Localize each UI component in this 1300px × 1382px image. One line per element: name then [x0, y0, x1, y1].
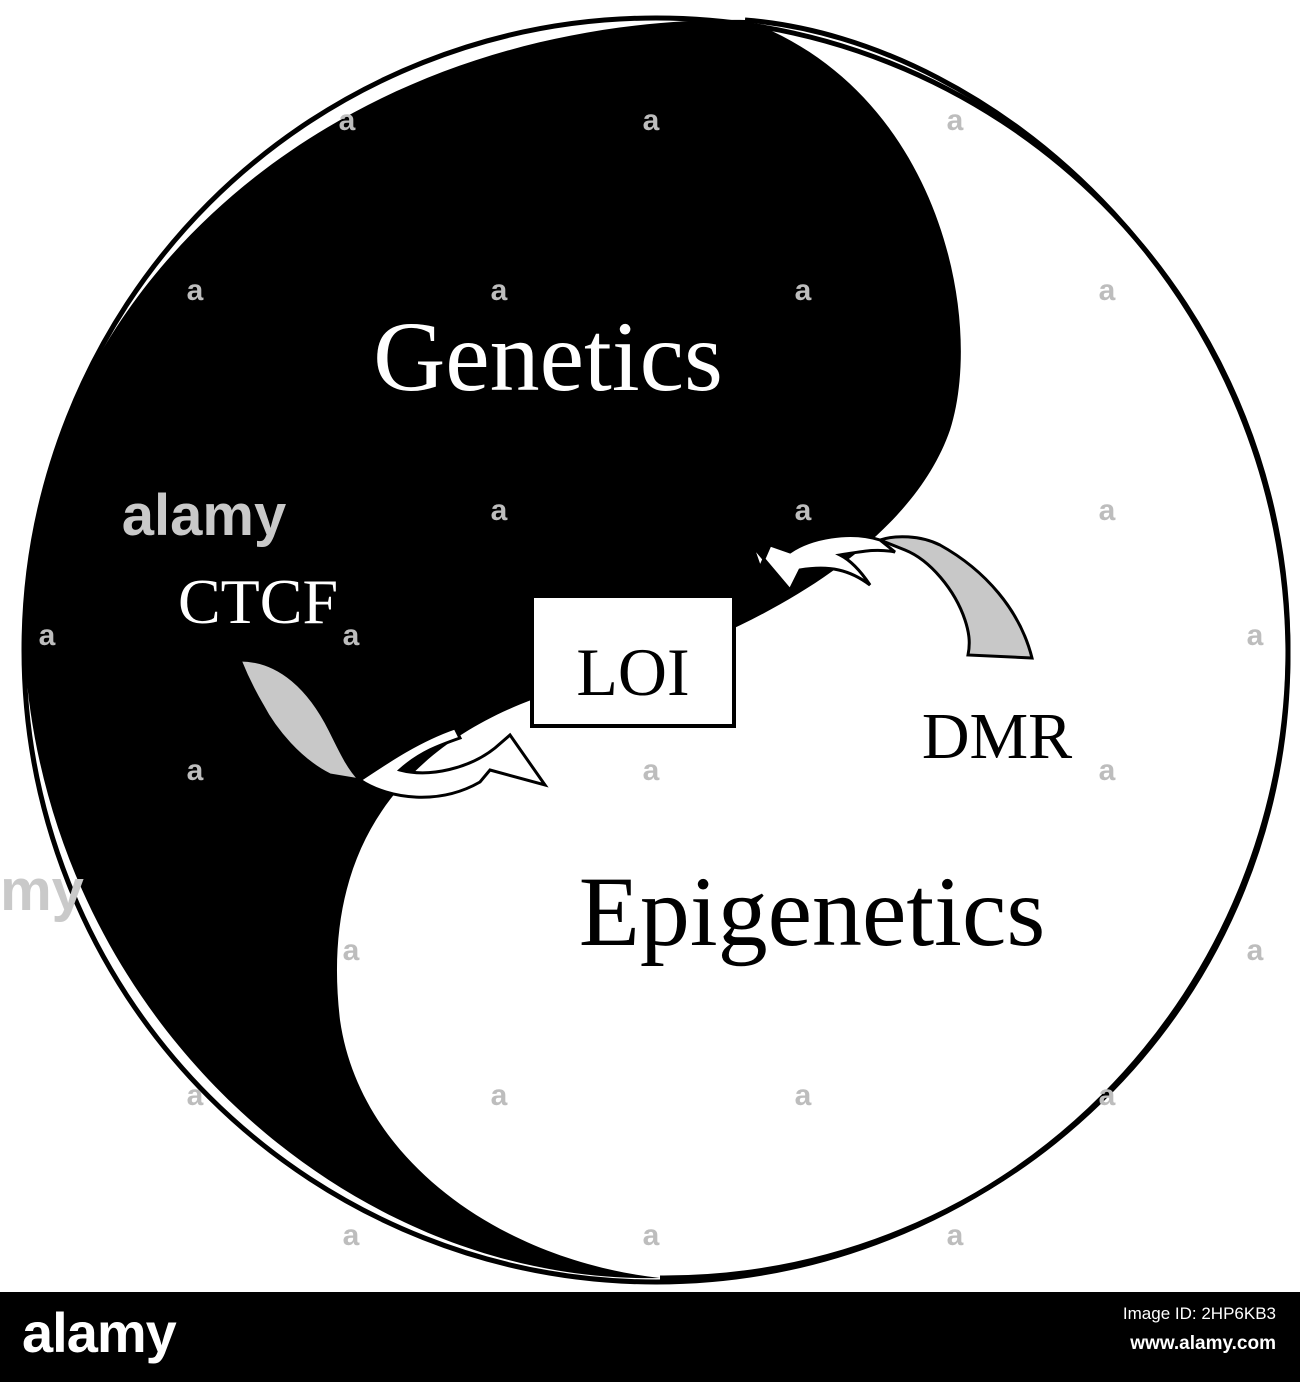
watermark-mark: a	[643, 754, 660, 787]
watermark-mark: a	[795, 494, 812, 527]
watermark-mark: a	[491, 1079, 508, 1112]
alamy-logo: alamy	[22, 1301, 177, 1364]
site-url: www.alamy.com	[1130, 1333, 1276, 1354]
ctcf-label: CTCF	[178, 566, 338, 637]
footer-id-block: Image ID: 2HP6KB3 www.alamy.com	[1123, 1302, 1276, 1362]
watermark-mark: a	[795, 274, 812, 307]
genetics-dark-region	[24, 19, 961, 1279]
watermark-mark: a	[643, 1219, 660, 1252]
watermark-mark: a	[947, 104, 964, 137]
dmr-to-loi-arrow	[750, 534, 1034, 660]
watermark-mark: a	[1247, 934, 1264, 967]
watermark-mark: a	[1099, 494, 1116, 527]
watermark-mark: a	[947, 1219, 964, 1252]
footer-bar: alamy Image ID: 2HP6KB3 www.alamy.com	[0, 1292, 1300, 1382]
ctcf-arrow-white-head	[357, 726, 549, 799]
watermark-mark: a	[491, 494, 508, 527]
watermark-logo: alamy	[122, 483, 286, 548]
watermark-mark: a	[343, 1219, 360, 1252]
watermark-mark: a	[187, 274, 204, 307]
yin-yang-diagram: Genetics CTCF LOI DMR Epigenetics alamy …	[0, 15, 1291, 1285]
watermark-mark: a	[1099, 754, 1116, 787]
ctcf-to-loi-arrow	[237, 658, 549, 799]
genetics-label: Genetics	[373, 301, 723, 412]
watermark-mark: a	[1099, 1079, 1116, 1112]
watermark-partial-logo: my	[0, 858, 84, 923]
dmr-arrow-white-head	[750, 534, 896, 593]
watermark-mark: a	[39, 619, 56, 652]
watermark-mark: a	[1099, 274, 1116, 307]
loi-box-frame	[530, 594, 736, 728]
watermark-mark: a	[187, 1079, 204, 1112]
watermark-mark: a	[343, 619, 360, 652]
loi-box: LOI	[530, 594, 736, 728]
watermark-mark: a	[491, 274, 508, 307]
watermark-mark: a	[795, 1079, 812, 1112]
watermark-overlay: alamy my a a a a a a a a a a a a a a a a…	[0, 104, 1264, 1252]
image-id-label: Image ID: 2HP6KB3	[1122, 1304, 1276, 1323]
dmr-label: DMR	[922, 700, 1072, 773]
epigenetics-label: Epigenetics	[579, 856, 1046, 967]
watermark-mark: a	[643, 104, 660, 137]
loi-label: LOI	[576, 634, 689, 710]
watermark-mark: a	[343, 934, 360, 967]
watermark-mark: a	[339, 104, 356, 137]
yin-yang-thin-outline	[659, 17, 1291, 1281]
watermark-mark: a	[1247, 619, 1264, 652]
watermark-mark: a	[187, 754, 204, 787]
